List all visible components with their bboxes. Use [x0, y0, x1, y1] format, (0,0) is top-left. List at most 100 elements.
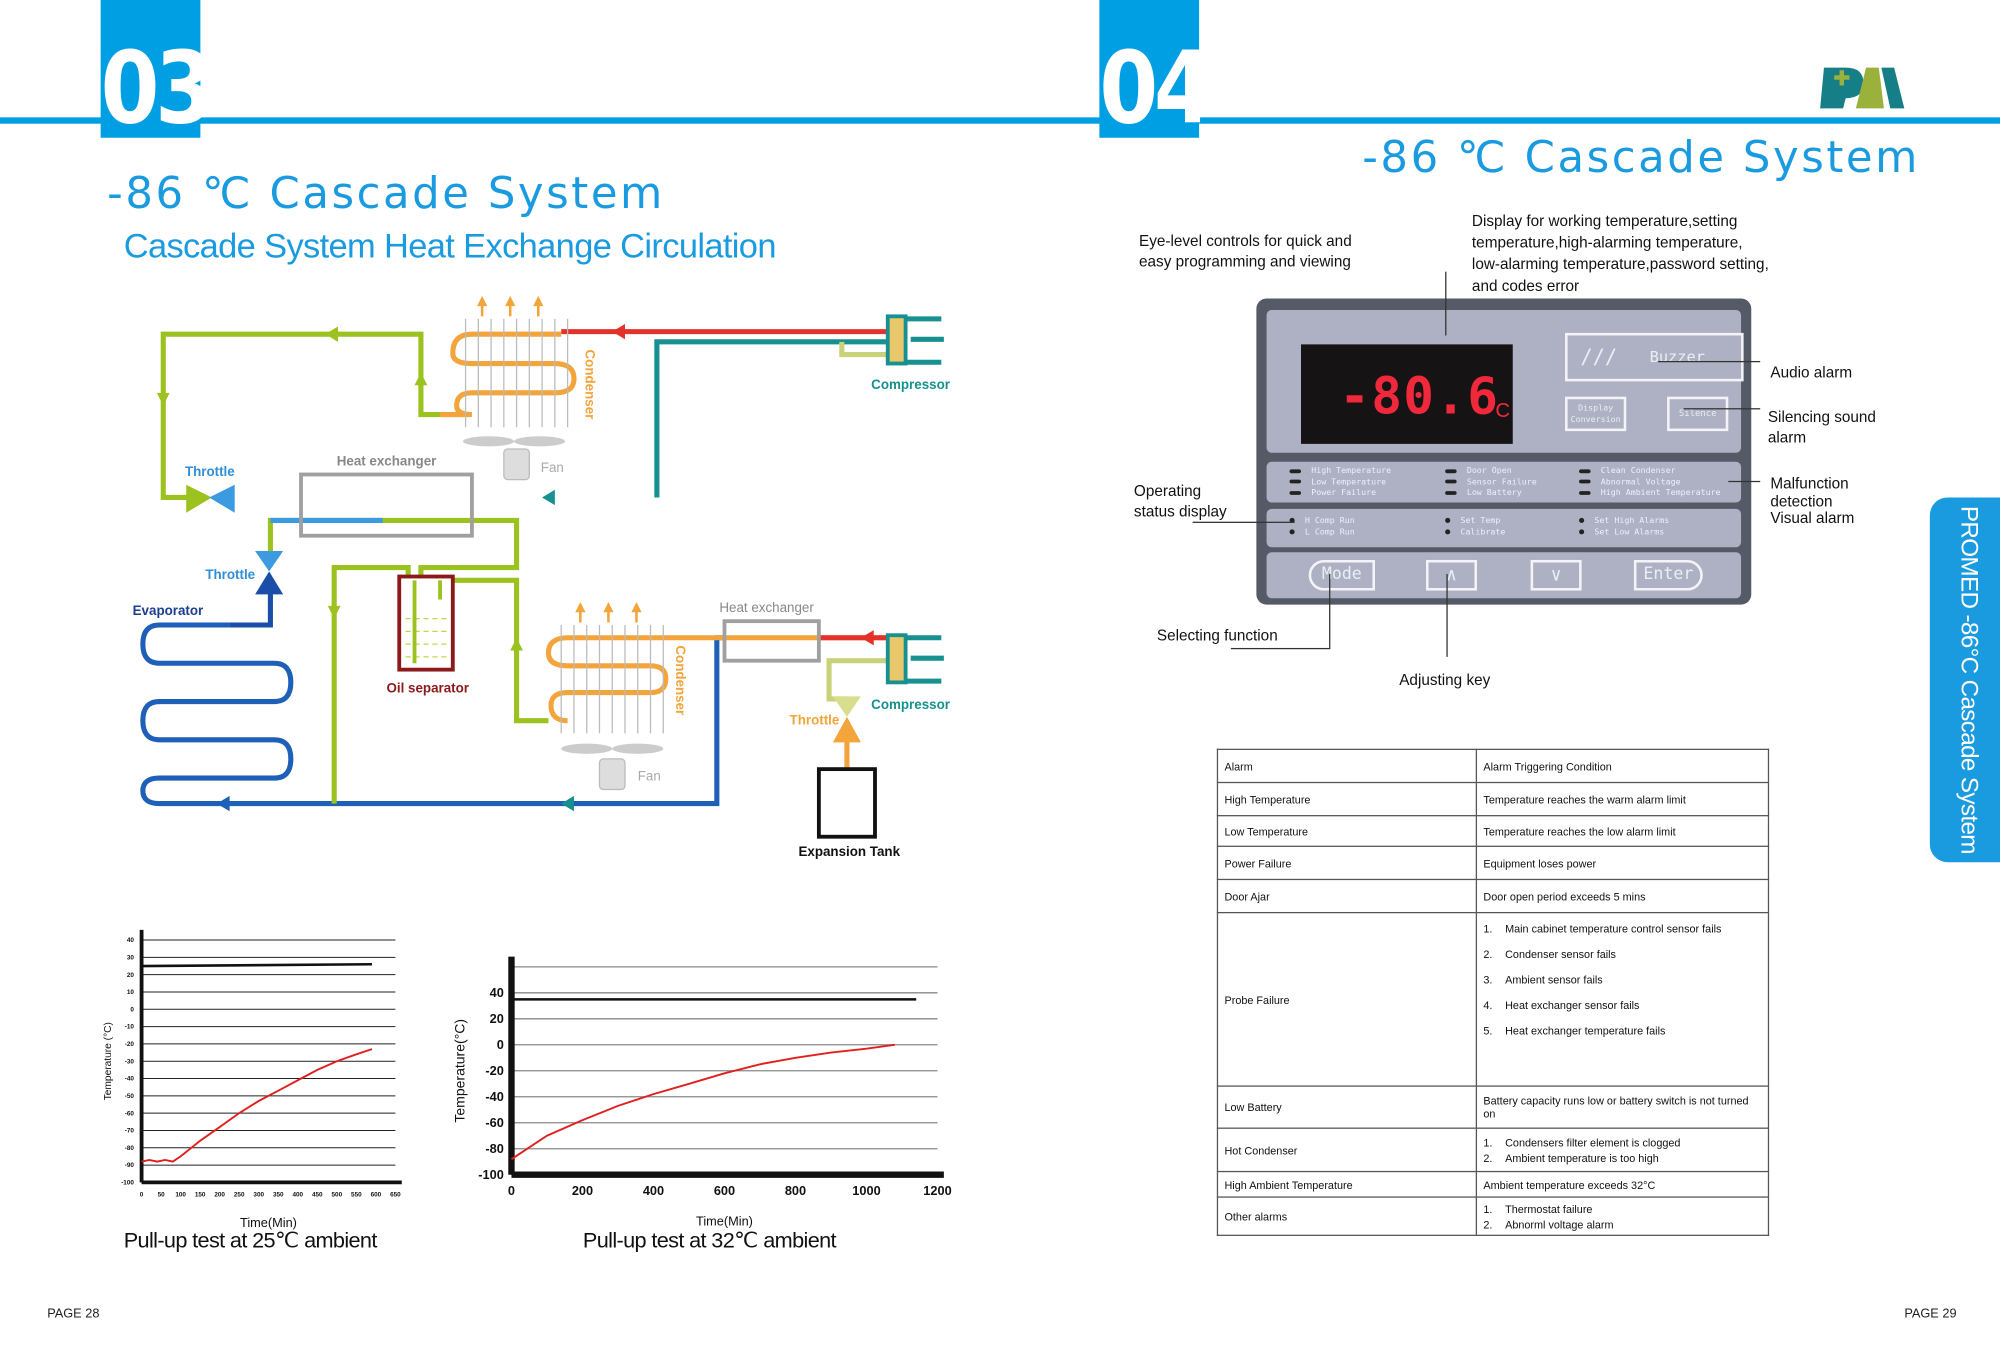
led-label: Set Low Alarms	[1594, 526, 1665, 537]
led-indicator: Clean Condenser	[1579, 466, 1720, 477]
label-throttle-1: Throttle	[185, 464, 235, 479]
x-tick-label: 250	[234, 1191, 245, 1198]
x-tick-label: 650	[390, 1191, 401, 1198]
left-page-title: -86 ℃ Cascade System	[107, 168, 665, 220]
heat-exchanger-bottom	[722, 619, 821, 663]
table-header-row: Alarm Alarm Triggering Condition	[1216, 748, 1770, 784]
x-tick-label: 300	[253, 1191, 264, 1198]
alarm-name: High Ambient Temperature	[1216, 1170, 1478, 1198]
leader-line	[1230, 647, 1331, 650]
alarm-name: Low Battery	[1216, 1085, 1478, 1129]
label-oil-separator: Oil separator	[386, 681, 469, 696]
condition-list-item: 3.Ambient sensor fails	[1483, 967, 1761, 993]
y-tick-label: -30	[125, 1058, 135, 1065]
led-label: Set Temp	[1460, 515, 1501, 526]
led-label: Door Open	[1466, 465, 1512, 476]
leader-line	[1329, 573, 1331, 648]
leader-line	[1445, 271, 1447, 336]
list-text: Thermostat failure	[1505, 1202, 1593, 1215]
annotation-adjusting: Adjusting key	[1399, 670, 1491, 689]
x-tick-label: 50	[158, 1191, 166, 1198]
x-tick-label: 200	[572, 1183, 593, 1198]
condition-text: Ambient temperature exceeds 32°C	[1483, 1177, 1656, 1191]
label-condenser-top: Condenser	[582, 349, 597, 419]
led-label: Low Battery	[1466, 487, 1522, 498]
led-indicator: Low Temperature	[1289, 476, 1392, 487]
condition-text: Temperature reaches the warm alarm limit	[1483, 792, 1686, 806]
condition-text: Battery capacity runs low or battery swi…	[1483, 1094, 1749, 1120]
y-tick-label: -80	[485, 1141, 503, 1156]
y-tick-label: -100	[478, 1167, 504, 1182]
list-text: Heat exchanger sensor fails	[1505, 998, 1640, 1012]
heat-release-arrows	[477, 295, 642, 623]
green-loop-top	[160, 331, 441, 500]
series-line-cabinet	[141, 1048, 373, 1163]
label-heat-exchanger-top: Heat exchanger	[337, 454, 437, 469]
cascade-circulation-diagram: Compressor Condenser Fan Heat exchanger …	[133, 295, 950, 859]
label-expansion-tank: Expansion Tank	[798, 844, 900, 859]
list-text: Condenser sensor fails	[1505, 947, 1616, 961]
label-evaporator: Evaporator	[133, 603, 204, 618]
alarm-condition: Ambient temperature exceeds 32°C	[1475, 1170, 1770, 1198]
chart-title-32c: Pull-up test at 32℃ ambient	[582, 1228, 837, 1253]
header-rule	[0, 117, 2000, 124]
list-number: 1.	[1483, 1135, 1493, 1149]
alarm-condition: Equipment loses power	[1475, 845, 1770, 881]
list-number: 5.	[1483, 1024, 1493, 1037]
leader-line	[1192, 521, 1295, 523]
section-number-03: 03	[100, 0, 214, 147]
condenser-coil-top	[440, 331, 577, 418]
condition-list-item: 1. Main cabinet temperature control senso…	[1483, 916, 1761, 942]
led-indicator: Set Low Alarms	[1579, 526, 1669, 537]
condition-text: Door open period exceeds 5 mins	[1483, 889, 1646, 903]
chart-title-25c: Pull-up test at 25℃ ambient	[123, 1228, 378, 1253]
fan-icon-bottom	[561, 743, 664, 791]
label-fan-top: Fan	[541, 460, 564, 475]
led-label: Set High Alarms	[1594, 515, 1670, 526]
condition-list-item: 1.Thermostat failure	[1483, 1201, 1761, 1216]
throttle-valve-icon-3	[832, 696, 861, 743]
led-indicator: L Comp Run	[1289, 526, 1355, 537]
alarm-condition: 1. Main cabinet temperature control senso…	[1475, 911, 1770, 1087]
led-label: H Comp Run	[1304, 515, 1355, 526]
down-arrow-button[interactable]: ∨	[1530, 559, 1582, 591]
y-tick-label: -90	[125, 1162, 135, 1169]
list-number: 3.	[1483, 973, 1493, 986]
list-text: Main cabinet temperature control sensor …	[1505, 922, 1722, 935]
x-tick-label: 550	[351, 1191, 362, 1198]
y-tick-label: -70	[125, 1128, 135, 1135]
silence-button[interactable]: Silence	[1667, 396, 1729, 432]
y-tick-label: 30	[127, 954, 135, 961]
mode-button[interactable]: Mode	[1308, 559, 1375, 591]
leader-line	[1446, 573, 1448, 657]
list-number: 1.	[1483, 922, 1493, 935]
right-page-title: -86 ℃ Cascade System	[1362, 132, 1920, 184]
list-number: 4.	[1483, 998, 1493, 1012]
x-tick-label: 0	[508, 1183, 515, 1198]
label-throttle-3: Throttle	[790, 712, 840, 727]
enter-button[interactable]: Enter	[1633, 559, 1703, 591]
led-indicator: Door Open	[1445, 466, 1537, 477]
throttle-valve-icon-2	[255, 551, 284, 595]
x-tick-label: 600	[371, 1191, 382, 1198]
up-arrow-button[interactable]: ∧	[1426, 559, 1478, 591]
x-tick-label: 1200	[923, 1183, 951, 1198]
x-tick-label: 1000	[852, 1183, 880, 1198]
list-number: 2.	[1483, 947, 1493, 961]
buzzer-button[interactable]: /// Buzzer	[1565, 332, 1744, 382]
display-unit: °C	[1487, 400, 1511, 423]
led-indicator: High Temperature	[1289, 466, 1391, 477]
page-number-left: PAGE 28	[47, 1307, 100, 1322]
